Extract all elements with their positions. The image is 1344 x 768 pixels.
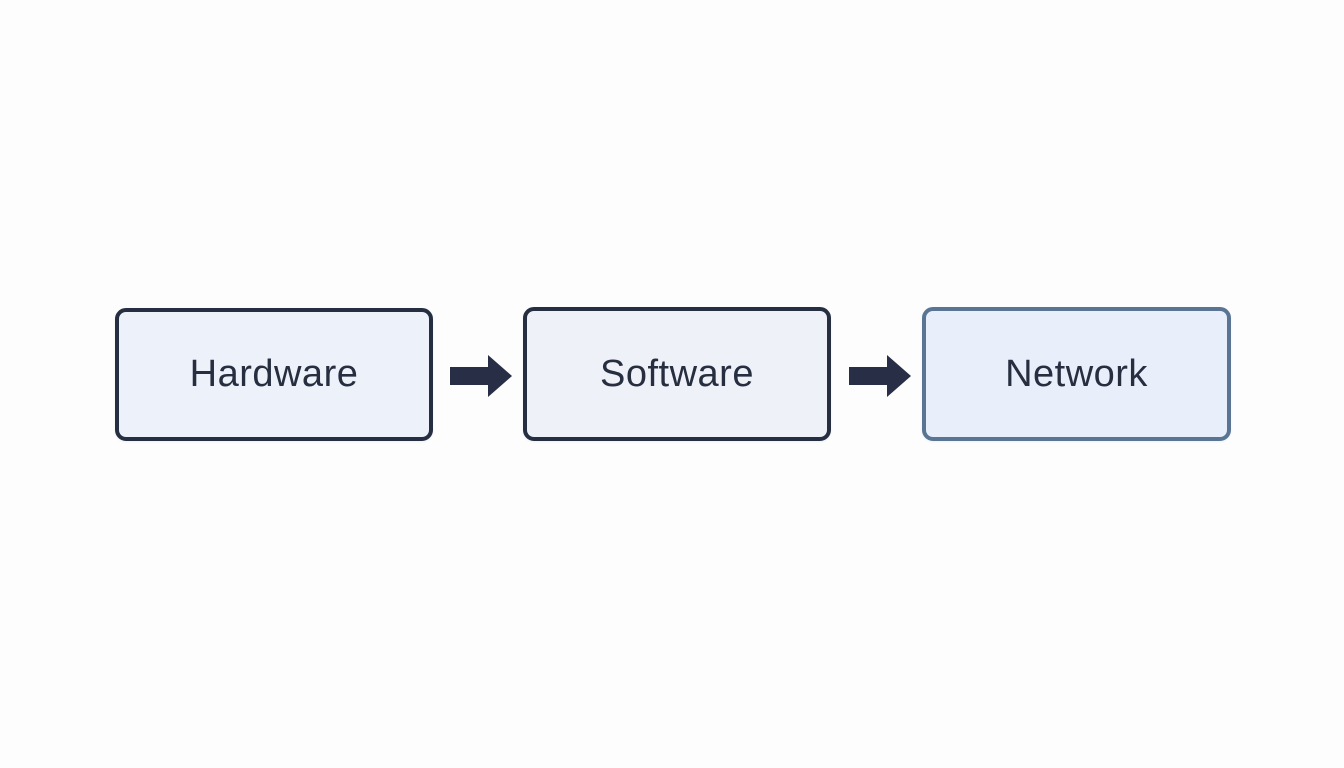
- node-network-label: Network: [1005, 352, 1148, 395]
- node-network: Network: [922, 307, 1231, 441]
- node-hardware: Hardware: [115, 308, 433, 441]
- arrow-right-icon: [450, 354, 512, 398]
- node-software-label: Software: [600, 352, 754, 395]
- arrow-right-icon: [849, 354, 911, 398]
- node-software: Software: [523, 307, 831, 441]
- node-hardware-label: Hardware: [189, 353, 359, 395]
